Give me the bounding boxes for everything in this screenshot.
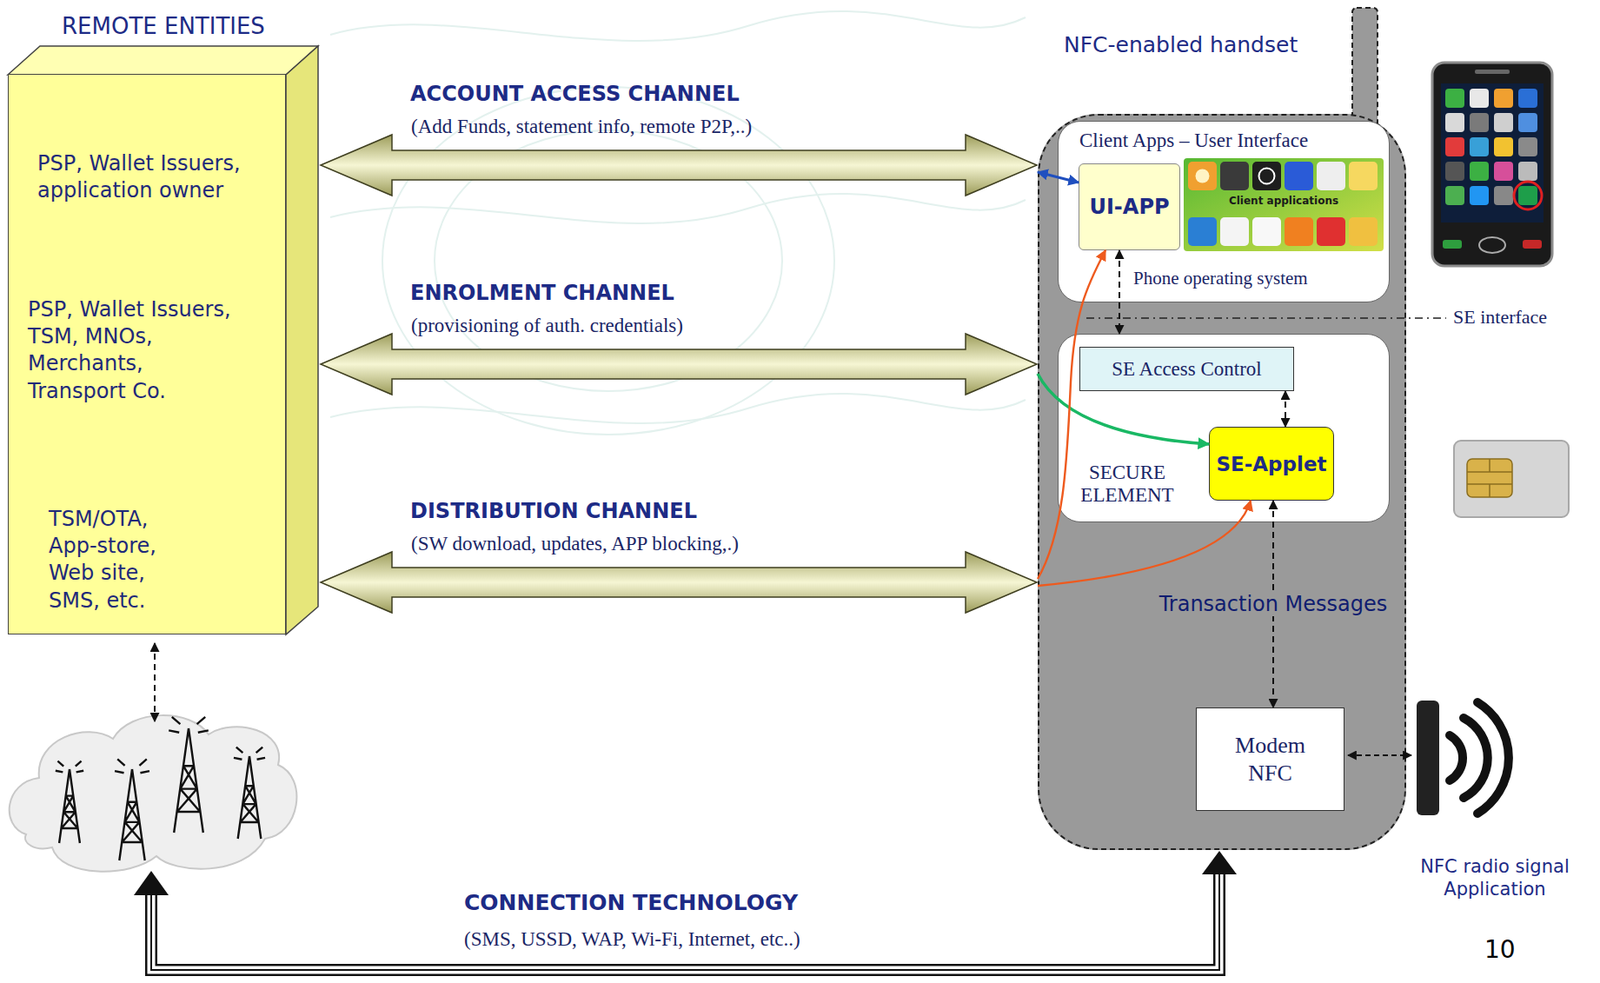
- access-control-box: SE Access Control: [1079, 346, 1295, 392]
- note-label: Client applications: [1183, 194, 1384, 207]
- account-link-arrow: [1037, 172, 1079, 183]
- note-label: (SW download, updates, APP blocking,.): [411, 532, 739, 556]
- text-slot: Client Apps – User Interface: [1079, 129, 1308, 153]
- text-slot: SE-Applet: [1209, 427, 1334, 500]
- modem-box: Modem NFC: [1195, 707, 1345, 811]
- text-slot: ACCOUNT ACCESS CHANNEL: [410, 81, 740, 107]
- text-slot: (Add Funds, statement info, remote P2P,.…: [411, 115, 752, 139]
- connection-technology-arrow: [133, 850, 1237, 970]
- node-text: Modem NFC: [1214, 731, 1328, 786]
- text-slot: (provisioning of auth. credentials): [411, 314, 684, 338]
- distribution-link-arrow: [1037, 250, 1106, 579]
- handset-outline: NFC-enabled handsetClient Apps – User In…: [1037, 113, 1407, 850]
- note-label: (SMS, USSD, WAP, Wi-Fi, Internet, etc..): [464, 928, 801, 951]
- node-text: SE-Applet: [1215, 452, 1327, 476]
- note-label: NFC radio signal Application: [1397, 855, 1593, 902]
- distribution-link-arrow: [1037, 500, 1251, 586]
- text-slot: SECURE ELEMENT: [1070, 461, 1184, 508]
- text-slot: SE Access Control: [1080, 347, 1294, 391]
- text-slot: (SMS, USSD, WAP, Wi-Fi, Internet, etc..): [464, 928, 801, 951]
- node-text: SE Access Control: [1111, 358, 1262, 381]
- node-text: SECURE ELEMENT: [1070, 461, 1184, 508]
- channel-arrow: [320, 551, 1037, 613]
- se-interface-line: [1086, 317, 1447, 319]
- text-slot: (SW download, updates, APP blocking,.): [411, 532, 739, 556]
- text-slot: SE interface: [1453, 305, 1547, 329]
- entity-block: REMOTE ENTITIESPSP, Wallet Issuers, appl…: [7, 73, 286, 635]
- text-slot: ENROLMENT CHANNEL: [410, 280, 675, 306]
- text-slot: CONNECTION TECHNOLOGY: [464, 889, 798, 916]
- node-text: NFC-enabled handset: [1063, 32, 1298, 58]
- edge-label: Transaction Messages: [1154, 591, 1394, 617]
- dashed-link: [1118, 250, 1121, 334]
- text-slot: Transaction Messages: [1154, 591, 1394, 617]
- text-slot: DISTRIBUTION CHANNEL: [410, 498, 698, 524]
- applet-box: SE-Applet: [1208, 426, 1335, 501]
- node-text: PSP, Wallet Issuers, application owner: [37, 150, 255, 205]
- node-text: UI-APP: [1088, 194, 1169, 220]
- app-box: UI-APP: [1078, 163, 1181, 251]
- box-3d-faces: [7, 46, 319, 635]
- dashed-link: [1284, 391, 1287, 427]
- tower-cloud: [9, 715, 298, 872]
- channel-title: ENROLMENT CHANNEL: [410, 280, 675, 306]
- nfc-link-arrow: [1347, 754, 1412, 757]
- text-slot: TSM/OTA, App-store, Web site, SMS, etc.: [48, 505, 197, 615]
- note-label: (Add Funds, statement info, remote P2P,.…: [411, 115, 752, 139]
- text-slot: NFC-enabled handset: [1063, 32, 1298, 58]
- node-text: TSM/OTA, App-store, Web site, SMS, etc.: [48, 505, 197, 615]
- text-slot: Phone operating system: [1133, 267, 1308, 290]
- text-slot: PSP, Wallet Issuers, application owner: [37, 150, 255, 205]
- nfc-signal-picture: [1416, 700, 1509, 816]
- text-slot: UI-APP: [1079, 164, 1180, 250]
- text-slot: REMOTE ENTITIES: [61, 13, 266, 40]
- secure-element-panel: SECURE ELEMENT SE Access ControlSE-Applet: [1057, 333, 1390, 523]
- phone-picture: [1432, 62, 1553, 266]
- client-app-icons: [1183, 158, 1384, 252]
- handset-antenna: [1352, 7, 1378, 130]
- text-slot: Client applications: [1183, 194, 1384, 207]
- node-text: PSP, Wallet Issuers, TSM, MNOs, Merchant…: [27, 296, 237, 405]
- text-slot: Modem NFC: [1196, 708, 1344, 810]
- node-text: Client Apps – User Interface: [1079, 129, 1308, 153]
- channel-title: DISTRIBUTION CHANNEL: [410, 498, 698, 524]
- tower-link-arrow: [153, 643, 156, 722]
- enrolment-link-arrow: [1037, 373, 1209, 445]
- channel-title: ACCOUNT ACCESS CHANNEL: [410, 81, 740, 107]
- text-slot: NFC radio signal Application: [1397, 855, 1593, 902]
- note-label: 10: [1484, 935, 1516, 964]
- text-slot: PSP, Wallet Issuers, TSM, MNOs, Merchant…: [27, 296, 237, 405]
- note-label: SE interface: [1453, 305, 1547, 329]
- channel-arrow: [320, 134, 1037, 196]
- node-text: Phone operating system: [1133, 267, 1308, 290]
- node-text: REMOTE ENTITIES: [61, 13, 266, 40]
- note-label: (provisioning of auth. credentials): [411, 314, 684, 338]
- ui-panel: Client Apps – User InterfacePhone operat…: [1057, 120, 1390, 303]
- text-slot: 10: [1484, 935, 1516, 964]
- note-label: CONNECTION TECHNOLOGY: [464, 889, 798, 916]
- channel-arrow: [320, 333, 1037, 395]
- sim-card-picture: [1453, 440, 1569, 518]
- watermark: [330, 11, 1026, 435]
